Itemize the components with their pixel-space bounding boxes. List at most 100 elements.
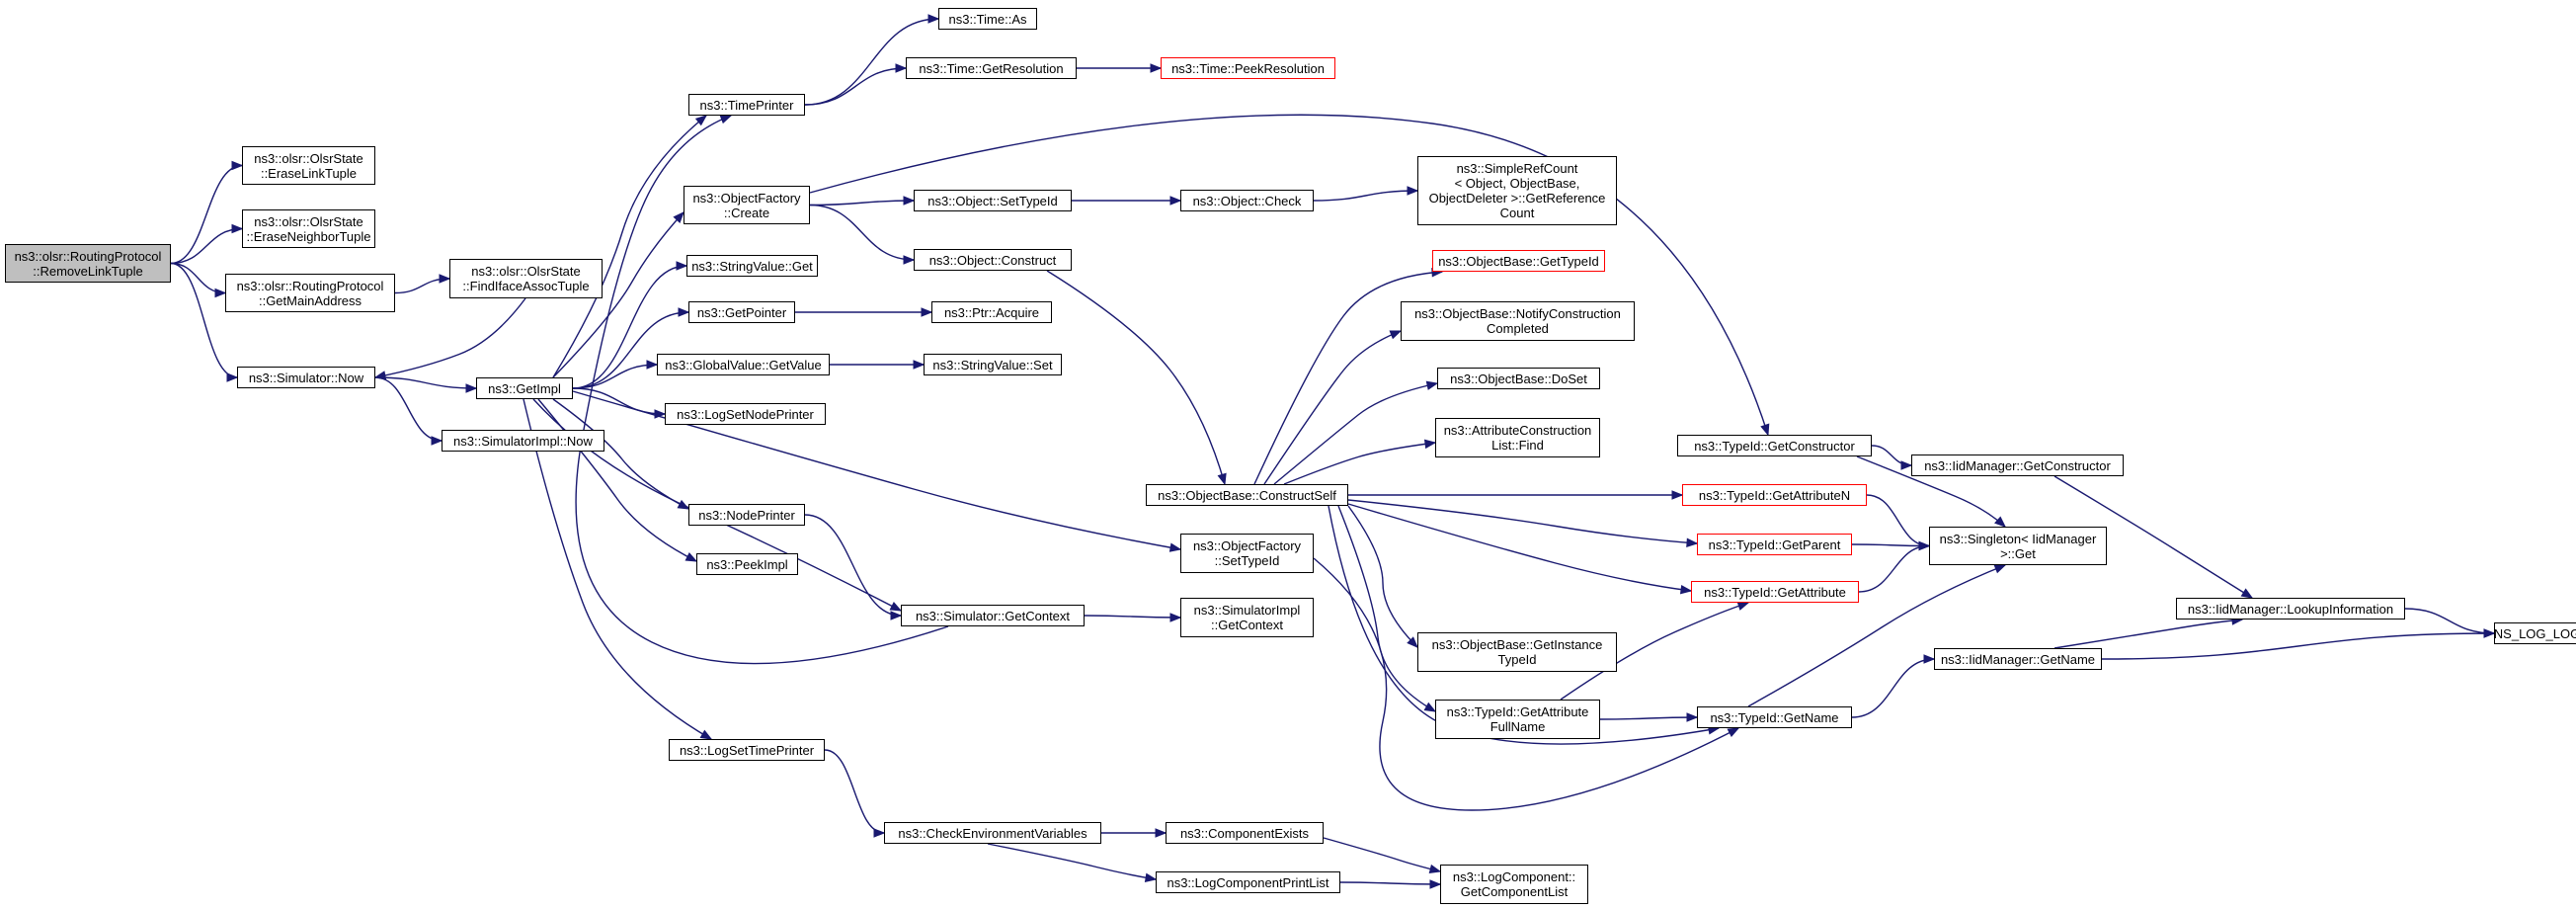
arrowhead-logsettimeprinter-to-checkenv xyxy=(873,828,886,838)
node-typeid-getattributen[interactable]: ns3::TypeId::GetAttributeN xyxy=(1682,484,1867,506)
node-globalvalue-getvalue[interactable]: ns3::GlobalValue::GetValue xyxy=(657,354,830,375)
edge-logsettimeprinter-to-checkenv xyxy=(824,749,885,834)
edge-getimpl-to-getpointer xyxy=(572,311,689,389)
node-objectfactory-settypeid[interactable]: ns3::ObjectFactory ::SetTypeId xyxy=(1180,534,1314,573)
arrowhead-obj_check-to-simplerefcount xyxy=(1407,186,1419,196)
arrowhead-root-to-get_main xyxy=(214,288,227,298)
node-objectbase-gettypeid[interactable]: ns3::ObjectBase::GetTypeId xyxy=(1432,250,1605,272)
node-object-construct[interactable]: ns3::Object::Construct xyxy=(914,249,1072,271)
edge-root-to-get_main xyxy=(170,262,226,294)
arrowhead-objfactory_settypeid-to-typeid_getname xyxy=(1727,727,1740,738)
node-iidmanager-getconstructor[interactable]: ns3::IidManager::GetConstructor xyxy=(1911,454,2124,476)
node-logcomponentprintlist[interactable]: ns3::LogComponentPrintList xyxy=(1156,871,1340,893)
node-timeprinter[interactable]: ns3::TimePrinter xyxy=(688,94,805,116)
edge-obj_construct-to-objbase_constructself xyxy=(1046,270,1226,485)
node-iidmanager-getname[interactable]: ns3::IidManager::GetName xyxy=(1934,648,2102,670)
node-simplerefcount-getreferencecount[interactable]: ns3::SimpleRefCount < Object, ObjectBase… xyxy=(1417,156,1617,225)
node-componentexists[interactable]: ns3::ComponentExists xyxy=(1166,822,1324,844)
node-objectfactory-create[interactable]: ns3::ObjectFactory ::Create xyxy=(684,186,810,224)
edge-getimpl-to-timeprinter xyxy=(552,115,707,378)
node-object-settypeid[interactable]: ns3::Object::SetTypeId xyxy=(914,190,1072,211)
arrowhead-typeid_getattrfullname-to-typeid_getattribute xyxy=(1736,601,1750,611)
edge-objbase_constructself-to-typeid_getattribute xyxy=(1347,503,1692,592)
arrowhead-sim_getcontext-to-simimpl_getcontext xyxy=(1169,613,1182,622)
node-checkenvironmentvariables[interactable]: ns3::CheckEnvironmentVariables xyxy=(884,822,1101,844)
node-peekimpl[interactable]: ns3::PeekImpl xyxy=(696,553,798,575)
node-logsettimeprinter[interactable]: ns3::LogSetTimePrinter xyxy=(669,739,825,761)
arrowhead-typeid_getname-to-singleton_get xyxy=(1993,564,2007,574)
node-objectbase-notifyconstructioncompleted[interactable]: ns3::ObjectBase::NotifyConstruction Comp… xyxy=(1401,301,1635,341)
node-simulator-now[interactable]: ns3::Simulator::Now xyxy=(237,367,375,388)
node-typeid-getattribute[interactable]: ns3::TypeId::GetAttribute xyxy=(1691,581,1859,603)
node-simulator-getcontext[interactable]: ns3::Simulator::GetContext xyxy=(901,605,1085,626)
edge-checkenv-to-logcomponentprintlist xyxy=(987,843,1157,880)
node-typeid-getparent[interactable]: ns3::TypeId::GetParent xyxy=(1697,534,1852,555)
node-objectbase-getinstancetypeid[interactable]: ns3::ObjectBase::GetInstance TypeId xyxy=(1417,632,1617,672)
arrowhead-objfactory_create-to-obj_construct xyxy=(903,255,916,265)
arrowhead-nodeprinter-to-sim_getcontext xyxy=(890,611,903,620)
edge-getimpl-to-nodeprinter xyxy=(552,398,689,510)
edge-objbase_constructself-to-objbase_getinstance xyxy=(1347,505,1418,648)
node-attributeconstructionlist-find[interactable]: ns3::AttributeConstruction List::Find xyxy=(1435,418,1600,457)
arrowhead-sim_getcontext-to-timeprinter xyxy=(719,115,733,124)
node-typeid-getname[interactable]: ns3::TypeId::GetName xyxy=(1697,706,1852,728)
arrowhead-objbase_constructself-to-attrconstruction_find xyxy=(1423,439,1437,450)
edge-root-to-erase_link xyxy=(170,164,243,265)
edge-iidmanager_getname-to-iidmanager_lookup xyxy=(2053,619,2243,649)
arrowhead-componentexists-to-logcomponent_getlist xyxy=(1428,864,1442,874)
node-iidmanager-lookupinformation[interactable]: ns3::IidManager::LookupInformation xyxy=(2176,598,2405,620)
edge-root-to-sim_now xyxy=(170,262,238,378)
edge-componentexists-to-logcomponent_getlist xyxy=(1323,837,1441,872)
edge-typeid_getname-to-iidmanager_getname xyxy=(1851,658,1935,718)
node-getpointer[interactable]: ns3::GetPointer xyxy=(688,301,795,323)
arrowhead-getimpl-to-stringvalue_get xyxy=(676,261,688,271)
node-olsrstate-eraselinktuple[interactable]: ns3::olsr::OlsrState ::EraseLinkTuple xyxy=(242,146,375,185)
node-logcomponent-getcomponentlist[interactable]: ns3::LogComponent:: GetComponentList xyxy=(1440,865,1588,904)
node-time-peekresolution[interactable]: ns3::Time::PeekResolution xyxy=(1161,57,1335,79)
arrowhead-getimpl-to-logsettimeprinter xyxy=(699,729,713,740)
arrowhead-obj_construct-to-objbase_constructself xyxy=(1217,472,1227,486)
edge-iidmanager_getconstructor-to-iidmanager_lookup xyxy=(2053,475,2253,599)
edge-timeprinter-to-time_as xyxy=(804,18,939,106)
edge-getimpl-to-logsettimeprinter xyxy=(523,398,712,740)
node-singleton-iidmanager-get[interactable]: ns3::Singleton< IidManager >::Get xyxy=(1929,527,2107,565)
node-routingprotocol-getmainaddress[interactable]: ns3::olsr::RoutingProtocol ::GetMainAddr… xyxy=(225,274,395,312)
node-time-getresolution[interactable]: ns3::Time::GetResolution xyxy=(906,57,1077,79)
node-ptr-acquire[interactable]: ns3::Ptr::Acquire xyxy=(931,301,1052,323)
edge-typeid_getname-to-singleton_get xyxy=(1747,564,2006,707)
node-olsrstate-eraseneighbortuple[interactable]: ns3::olsr::OlsrState ::EraseNeighborTupl… xyxy=(242,209,375,248)
node-typeid-getconstructor[interactable]: ns3::TypeId::GetConstructor xyxy=(1677,435,1872,456)
arrowhead-objbase_constructself-to-typeid_getparent xyxy=(1686,537,1699,547)
arrowhead-objbase_constructself-to-objbase_notify xyxy=(1389,330,1403,340)
node-ns-log-logic[interactable]: NS_LOG_LOGIC xyxy=(2494,622,2576,644)
edge-objfactory_create-to-obj_construct xyxy=(809,204,915,261)
edge-objbase_constructself-to-objbase_gettypeid xyxy=(1253,271,1443,485)
edge-objfactory_create-to-typeid_getconstructor xyxy=(809,114,1769,436)
node-simulatorimpl-now[interactable]: ns3::SimulatorImpl::Now xyxy=(442,430,604,452)
edge-objbase_constructself-to-objbase_doset xyxy=(1273,382,1438,485)
node-logsetnodeprinter[interactable]: ns3::LogSetNodePrinter xyxy=(665,403,826,425)
arrowhead-checkenv-to-logcomponentprintlist xyxy=(1144,872,1158,882)
node-getimpl[interactable]: ns3::GetImpl xyxy=(476,377,573,399)
arrowhead-globalvalue_get-to-stringvalue_set xyxy=(913,360,926,370)
node-nodeprinter[interactable]: ns3::NodePrinter xyxy=(688,504,805,526)
arrowhead-root-to-sim_now xyxy=(226,372,239,382)
node-time-as[interactable]: ns3::Time::As xyxy=(938,8,1037,30)
edge-objbase_constructself-to-objbase_notify xyxy=(1263,330,1402,485)
node-objectbase-doset[interactable]: ns3::ObjectBase::DoSet xyxy=(1437,368,1600,389)
node-objectbase-constructself[interactable]: ns3::ObjectBase::ConstructSelf xyxy=(1146,484,1348,506)
edge-getimpl-to-globalvalue_get xyxy=(572,364,658,389)
node-simulatorimpl-getcontext[interactable]: ns3::SimulatorImpl ::GetContext xyxy=(1180,598,1314,637)
node-routingprotocol-removelinktuple[interactable]: ns3::olsr::RoutingProtocol ::RemoveLinkT… xyxy=(5,244,171,283)
node-stringvalue-set[interactable]: ns3::StringValue::Set xyxy=(924,354,1062,375)
node-typeid-getattributefullname[interactable]: ns3::TypeId::GetAttribute FullName xyxy=(1435,700,1600,739)
edge-objfactory_create-to-obj_settypeid xyxy=(809,200,915,207)
arrowhead-root-to-erase_neighbor xyxy=(231,223,244,234)
node-object-check[interactable]: ns3::Object::Check xyxy=(1180,190,1314,211)
arrowhead-typeid_getconstructor-to-iidmanager_getconstructor xyxy=(1900,460,1913,470)
arrowhead-obj_settypeid-to-obj_check xyxy=(1169,196,1182,206)
edge-getimpl-to-objfactory_settypeid xyxy=(572,390,1181,550)
edge-typeid_getattrfullname-to-typeid_getname xyxy=(1599,716,1698,720)
node-olsrstate-findifaceassoctuple[interactable]: ns3::olsr::OlsrState ::FindIfaceAssocTup… xyxy=(449,259,603,298)
node-stringvalue-get[interactable]: ns3::StringValue::Get xyxy=(686,255,818,277)
